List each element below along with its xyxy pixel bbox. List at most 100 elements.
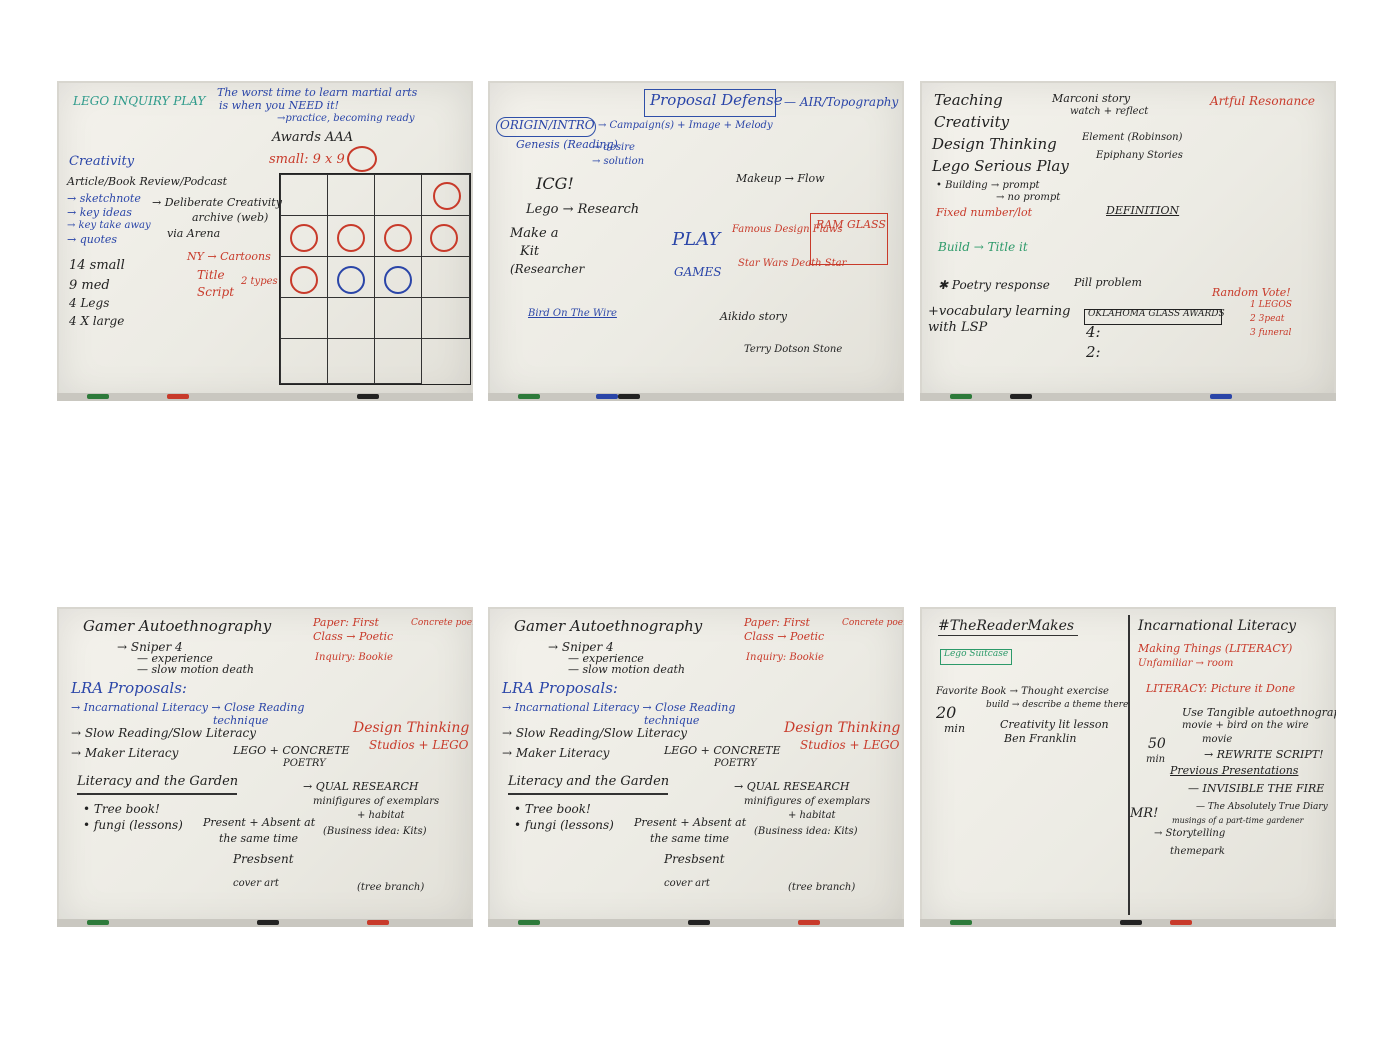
board-text: Build → Title it [938, 240, 1028, 254]
board-text: Lego → Research [526, 202, 640, 217]
board-text: Incarnational Literacy [1138, 618, 1297, 634]
board-text: (Business idea: Kits) [754, 826, 858, 837]
board-text: Design Thinking [353, 720, 470, 736]
board-text: the same time [219, 832, 299, 845]
board-text: Inquiry: Bookie [746, 652, 824, 663]
board-text: via Arena [167, 227, 221, 240]
board-text: — The Absolutely True Diary [1196, 802, 1328, 812]
board-text: min [1146, 754, 1166, 765]
board-text: movie + bird on the wire [1182, 720, 1309, 731]
marker-tray [488, 919, 904, 927]
board-text: PLAY [672, 229, 721, 250]
board-text: • fungi (lessons) [514, 818, 614, 832]
board-text: → QUAL RESEARCH [734, 780, 850, 793]
board-text: Kit [520, 244, 540, 259]
board-text: Epiphany Stories [1096, 150, 1183, 161]
marker-tray [920, 393, 1336, 401]
board-text: 4 X large [69, 314, 125, 328]
board-text: Present + Absent at [634, 816, 747, 829]
board-text: movie [1202, 734, 1233, 745]
whiteboard-photo-2[interactable]: Proposal Defense — AIR/Topography ORIGIN… [488, 81, 904, 401]
board-text: POETRY [283, 758, 326, 769]
whiteboard-photo-3[interactable]: Teaching Creativity Design Thinking Lego… [920, 81, 1336, 401]
board-text: Marconi story [1052, 92, 1131, 105]
board-text: → Slow Reading/Slow Literacy [71, 726, 256, 740]
board-text: technique [213, 714, 269, 727]
board-text: Making Things (LITERACY) [1138, 642, 1293, 655]
board-text: Design Thinking [932, 135, 1057, 153]
circle-annotation [347, 146, 377, 172]
board-text: Genesis (Reading) [516, 138, 618, 151]
board-text: archive (web) [192, 211, 269, 224]
board-text: • Tree book! [514, 802, 591, 816]
board-text: Inquiry: Bookie [315, 652, 393, 663]
title-box [644, 89, 776, 117]
board-text: Pill problem [1074, 276, 1142, 289]
board-text: Teaching [934, 91, 1003, 109]
board-text: is when you NEED it! [219, 99, 340, 112]
board-text: + habitat [788, 810, 836, 821]
board-text: 2: [1086, 343, 1101, 361]
board-text: Fixed number/lot [936, 206, 1033, 219]
board-text: the same time [650, 832, 730, 845]
board-text: watch + reflect [1070, 106, 1149, 117]
board-text: POETRY [714, 758, 757, 769]
board-text: Lego Suitcase [944, 649, 1009, 659]
board-text: Creativity lit lesson [1000, 718, 1109, 731]
marker-tray [920, 919, 1336, 927]
board-text: 1 LEGOS [1250, 300, 1292, 310]
board-text: → Slow Reading/Slow Literacy [502, 726, 687, 740]
board-text: (Business idea: Kits) [323, 826, 427, 837]
board-text: The worst time to learn martial arts [217, 86, 418, 99]
board-text: Class → Poetic [744, 630, 825, 643]
board-text: Bird On The Wire [528, 308, 617, 319]
board-text: → Sniper 4 [548, 640, 614, 654]
board-text: → Maker Literacy [502, 746, 610, 760]
board-text: → solution [592, 156, 645, 167]
board-text: • fungi (lessons) [83, 818, 183, 832]
board-text: Present + Absent at [203, 816, 316, 829]
board-text: Paper: First [313, 616, 379, 629]
board-text: Literacy and the Garden [77, 774, 239, 789]
board-text: OKLAHOMA GLASS AWARDS [1088, 309, 1225, 319]
whiteboard-photo-5[interactable]: Gamer Autoethnography → Sniper 4 — exper… [488, 607, 904, 927]
board-text: →practice, becoming ready [277, 113, 415, 124]
board-text: 3 funeral [1250, 328, 1292, 338]
board-text: → Maker Literacy [71, 746, 179, 760]
board-text: Terry Dotson Stone [744, 344, 843, 355]
board-text: (tree branch) [357, 882, 425, 893]
whiteboard-photo-1[interactable]: LEGO INQUIRY PLAY The worst time to lear… [57, 81, 473, 401]
board-text: Literacy and the Garden [508, 774, 670, 789]
whiteboard-photo-4[interactable]: Gamer Autoethnography → Sniper 4 — exper… [57, 607, 473, 927]
board-text: cover art [233, 878, 279, 889]
board-text: Creativity [69, 154, 135, 169]
board-text: ORIGIN/INTRO [500, 118, 595, 132]
board-text: Class → Poetic [313, 630, 394, 643]
board-text: Element (Robinson) [1082, 132, 1183, 143]
board-text: — experience [568, 652, 644, 665]
board-text: → sketchnote [67, 192, 141, 205]
board-text: Lego Serious Play [932, 157, 1069, 175]
board-text: — AIR/Topography [784, 95, 899, 109]
board-text: • Tree book! [83, 802, 160, 816]
board-text: (Researcher [510, 262, 585, 276]
board-text: (tree branch) [788, 882, 856, 893]
board-text: Use Tangible autoethnography [1182, 706, 1336, 719]
board-text: LEGO INQUIRY PLAY [73, 94, 206, 108]
board-text: — experience [137, 652, 213, 665]
board-text: min [944, 722, 966, 735]
whiteboard-photo-6[interactable]: #TheReaderMakes Lego Suitcase Favorite B… [920, 607, 1336, 927]
board-text: Creativity [934, 113, 1010, 131]
board-text: → no prompt [996, 192, 1061, 203]
board-text: — slow motion death [568, 663, 686, 676]
board-text: 14 small [69, 258, 125, 273]
board-text: themepark [1170, 846, 1225, 857]
board-text: build → describe a theme there [986, 700, 1129, 710]
board-text: with LSP [928, 320, 988, 335]
board-text: → Sniper 4 [117, 640, 183, 654]
board-text: minifigures of exemplars [744, 796, 871, 807]
board-text: Previous Presentations [1170, 764, 1299, 777]
board-text: → Incarnational Literacy → Close Reading [502, 701, 736, 714]
board-text: ✱ Poetry response [938, 278, 1050, 292]
board-text: Article/Book Review/Podcast [67, 175, 228, 188]
